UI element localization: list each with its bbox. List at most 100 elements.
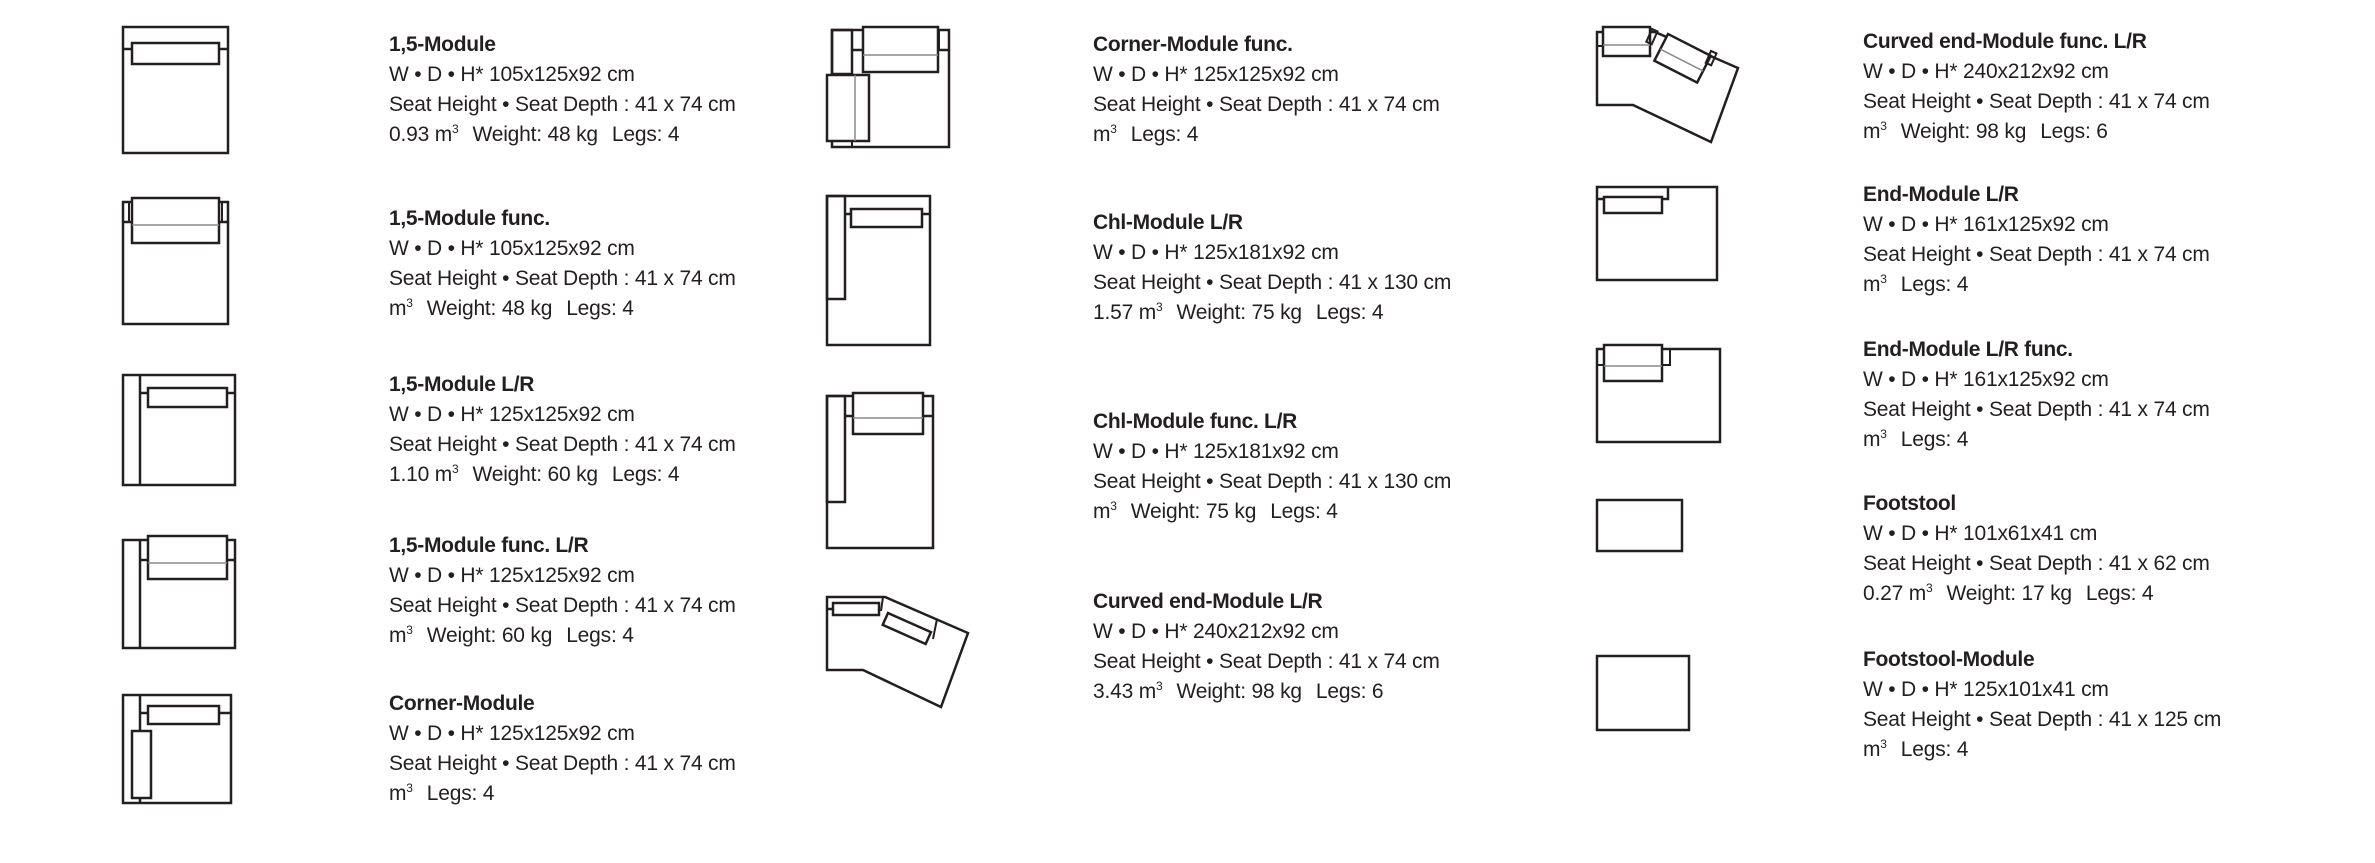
module-seat: Seat Height • Seat Depth : 41 x 130 cm bbox=[1093, 271, 1452, 294]
module-legs: Legs: 4 bbox=[1315, 301, 1384, 324]
sofa-module-1-5-lr-icon bbox=[121, 373, 239, 489]
footstool-icon bbox=[1595, 498, 1685, 554]
module-legs: Legs: 6 bbox=[2040, 120, 2108, 143]
module-dimensions: W • D • H* 125x101x41 cm bbox=[1863, 678, 2109, 701]
module-weight: Weight: 75 kg bbox=[1176, 301, 1302, 324]
module-dimensions: W • D • H* 105x125x92 cm bbox=[389, 63, 635, 86]
module-legs: Legs: 4 bbox=[1900, 428, 1969, 451]
module-volume: m bbox=[389, 624, 407, 647]
module-seat: Seat Height • Seat Depth : 41 x 130 cm bbox=[1093, 470, 1452, 493]
module-seat: Seat Height • Seat Depth : 41 x 74 cm bbox=[1093, 93, 1440, 116]
cubic-superscript: 3 bbox=[406, 623, 413, 637]
module-name: Chl-Module func. L/R bbox=[1093, 410, 1297, 433]
module-volume: 0.93 m bbox=[389, 123, 452, 146]
module-name: Chl-Module L/R bbox=[1093, 211, 1243, 234]
module-dimensions: W • D • H* 125x181x92 cm bbox=[1093, 241, 1339, 264]
module-name: Footstool-Module bbox=[1863, 648, 2035, 671]
module-dimensions: W • D • H* 161x125x92 cm bbox=[1863, 213, 2109, 236]
module-dimensions: W • D • H* 125x125x92 cm bbox=[389, 564, 635, 587]
module-dimensions: W • D • H* 125x125x92 cm bbox=[1093, 63, 1339, 86]
module-dimensions: W • D • H* 240x212x92 cm bbox=[1863, 60, 2109, 83]
sofa-module-1-5-func-lr-icon bbox=[121, 534, 239, 652]
module-dimensions: W • D • H* 105x125x92 cm bbox=[389, 237, 635, 260]
sofa-module-1-5-func-icon bbox=[121, 196, 233, 328]
module-seat: Seat Height • Seat Depth : 41 x 74 cm bbox=[1093, 650, 1440, 673]
module-volume: m bbox=[389, 782, 407, 805]
module-dimensions: W • D • H* 240x212x92 cm bbox=[1093, 620, 1339, 643]
module-weight: Weight: 98 kg bbox=[1900, 120, 2027, 143]
sofa-corner-module-icon bbox=[121, 693, 235, 807]
module-volume: m bbox=[1863, 428, 1881, 451]
module-volume: m bbox=[1863, 120, 1881, 143]
cubic-superscript: 3 bbox=[1880, 119, 1887, 133]
sofa-corner-module-func-icon bbox=[825, 25, 951, 151]
module-volume: 0.27 m bbox=[1863, 582, 1926, 605]
sofa-chaise-module-func-icon bbox=[825, 391, 937, 551]
cubic-superscript: 3 bbox=[1156, 300, 1163, 314]
cubic-superscript: 3 bbox=[1110, 499, 1117, 513]
module-weight: Weight: 75 kg bbox=[1130, 500, 1257, 523]
module-name: 1,5-Module bbox=[389, 33, 496, 56]
sofa-chaise-module-icon bbox=[825, 194, 933, 348]
module-seat: Seat Height • Seat Depth : 41 x 74 cm bbox=[1863, 243, 2210, 266]
sofa-end-module-func-icon bbox=[1595, 343, 1723, 445]
cubic-superscript: 3 bbox=[1110, 122, 1117, 136]
module-weight: Weight: 98 kg bbox=[1176, 680, 1302, 703]
module-volume: m bbox=[389, 297, 407, 320]
cubic-superscript: 3 bbox=[452, 122, 459, 136]
cubic-superscript: 3 bbox=[1880, 737, 1887, 751]
module-seat: Seat Height • Seat Depth : 41 x 74 cm bbox=[389, 752, 736, 775]
module-weight: Weight: 17 kg bbox=[1946, 582, 2072, 605]
module-volume: m bbox=[1863, 738, 1881, 761]
module-name: End-Module L/R bbox=[1863, 183, 2019, 206]
sofa-curved-end-module-func-icon bbox=[1595, 24, 1743, 146]
module-volume: m bbox=[1093, 500, 1111, 523]
module-name: Curved end-Module L/R bbox=[1093, 590, 1323, 613]
module-legs: Legs: 4 bbox=[566, 297, 634, 320]
cubic-superscript: 3 bbox=[1926, 581, 1933, 595]
cubic-superscript: 3 bbox=[406, 296, 413, 310]
sofa-end-module-icon bbox=[1595, 185, 1721, 283]
module-volume: 3.43 m bbox=[1093, 680, 1156, 703]
module-seat: Seat Height • Seat Depth : 41 x 74 cm bbox=[389, 433, 736, 456]
module-name: Footstool bbox=[1863, 492, 1956, 515]
cubic-superscript: 3 bbox=[1156, 679, 1163, 693]
module-weight: Weight: 48 kg bbox=[426, 297, 553, 320]
module-legs: Legs: 4 bbox=[566, 624, 634, 647]
module-legs: Legs: 4 bbox=[611, 463, 680, 486]
module-seat: Seat Height • Seat Depth : 41 x 74 cm bbox=[389, 93, 736, 116]
module-name: Corner-Module bbox=[389, 692, 535, 715]
module-legs: Legs: 4 bbox=[426, 782, 495, 805]
cubic-superscript: 3 bbox=[452, 462, 459, 476]
module-seat: Seat Height • Seat Depth : 41 x 62 cm bbox=[1863, 552, 2210, 575]
module-legs: Legs: 4 bbox=[1270, 500, 1338, 523]
module-volume: m bbox=[1093, 123, 1111, 146]
module-legs: Legs: 4 bbox=[1900, 273, 1969, 296]
module-name: 1,5-Module func. bbox=[389, 207, 550, 230]
cubic-superscript: 3 bbox=[1880, 272, 1887, 286]
module-dimensions: W • D • H* 125x181x92 cm bbox=[1093, 440, 1339, 463]
module-dimensions: W • D • H* 161x125x92 cm bbox=[1863, 368, 2109, 391]
module-dimensions: W • D • H* 125x125x92 cm bbox=[389, 722, 635, 745]
module-name: 1,5-Module func. L/R bbox=[389, 534, 589, 557]
module-seat: Seat Height • Seat Depth : 41 x 74 cm bbox=[389, 267, 736, 290]
module-dimensions: W • D • H* 101x61x41 cm bbox=[1863, 522, 2098, 545]
module-volume: 1.57 m bbox=[1093, 301, 1156, 324]
module-volume: 1.10 m bbox=[389, 463, 452, 486]
module-name: Curved end-Module func. L/R bbox=[1863, 30, 2147, 53]
module-seat: Seat Height • Seat Depth : 41 x 74 cm bbox=[1863, 398, 2210, 421]
module-legs: Legs: 4 bbox=[1900, 738, 1969, 761]
module-volume: m bbox=[1863, 273, 1881, 296]
module-name: End-Module L/R func. bbox=[1863, 338, 2073, 361]
module-seat: Seat Height • Seat Depth : 41 x 125 cm bbox=[1863, 708, 2222, 731]
module-weight: Weight: 48 kg bbox=[472, 123, 598, 146]
module-name: 1,5-Module L/R bbox=[389, 373, 535, 396]
module-legs: Legs: 4 bbox=[2085, 582, 2154, 605]
module-seat: Seat Height • Seat Depth : 41 x 74 cm bbox=[389, 594, 736, 617]
module-legs: Legs: 4 bbox=[611, 123, 680, 146]
cubic-superscript: 3 bbox=[1880, 427, 1887, 441]
module-seat: Seat Height • Seat Depth : 41 x 74 cm bbox=[1863, 90, 2210, 113]
cubic-superscript: 3 bbox=[406, 781, 413, 795]
module-legs: Legs: 6 bbox=[1315, 680, 1384, 703]
sofa-module-1-5-icon bbox=[121, 25, 233, 157]
